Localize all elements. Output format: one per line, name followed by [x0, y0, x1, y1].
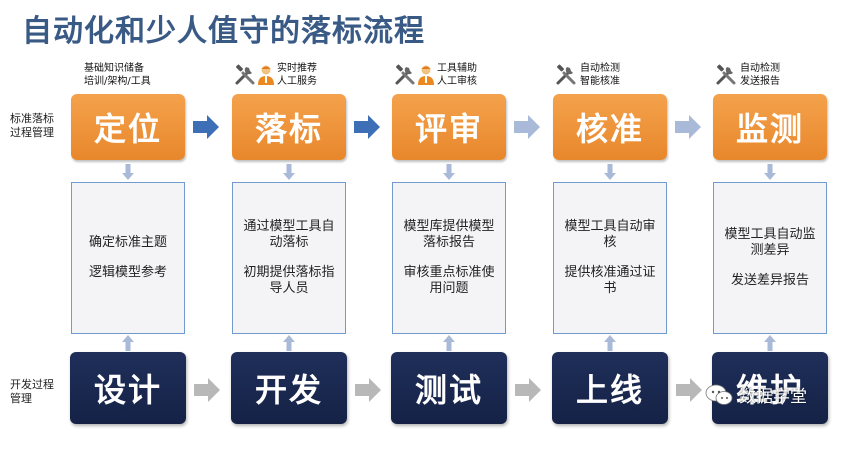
arrow-right-standard	[514, 115, 540, 139]
standard-stage-box: 监测	[713, 94, 827, 160]
arrow-right-development	[194, 378, 220, 402]
stage-detail-box: 模型工具自动监测差异发送差异报告	[713, 182, 827, 334]
arrow-right-standard	[675, 115, 701, 139]
arrow-right-development	[355, 378, 381, 402]
watermark: 数据学堂	[705, 382, 807, 407]
page-title: 自动化和少人值守的落标流程	[22, 14, 425, 49]
stage-icons	[233, 63, 275, 87]
row-label-standard: 标准落标过程管理	[10, 112, 54, 139]
arrow-right-standard	[193, 115, 219, 139]
tools-icon	[235, 64, 255, 85]
stage-detail-text: 模型工具自动审核	[564, 219, 656, 250]
stage-detail-text: 发送差异报告	[730, 273, 809, 288]
arrow-down	[283, 164, 295, 180]
stage-header-text: 基础知识储备培训/架构/工具	[84, 63, 151, 87]
stage-detail-text: 初期提供落标指导人员	[243, 265, 335, 296]
person-icon	[258, 65, 274, 85]
stage-header: 基础知识储备培训/架构/工具	[84, 58, 202, 92]
stage-detail-text: 确定标准主题	[88, 235, 167, 250]
stage-detail-text: 审核重点标准使用问题	[403, 265, 495, 296]
development-stage-box: 设计	[70, 352, 186, 424]
arrow-up	[604, 335, 616, 351]
wechat-icon	[705, 384, 733, 405]
tools-icon	[395, 64, 415, 85]
stage-icons	[393, 63, 435, 87]
arrow-up	[764, 335, 776, 351]
arrow-down	[764, 164, 776, 180]
row-label-development: 开发过程管理	[10, 378, 54, 405]
stage-header: 工具辅助人工审核	[391, 58, 509, 92]
stage-icons	[714, 63, 738, 87]
arrow-right-development	[515, 378, 541, 402]
tools-icon	[716, 64, 736, 85]
stage-icons	[554, 63, 578, 87]
development-stage-box: 测试	[391, 352, 507, 424]
development-stage-box: 维护	[712, 352, 828, 424]
stage-header-text: 工具辅助人工审核	[437, 63, 477, 87]
development-stage-box: 上线	[552, 352, 668, 424]
stage-detail-box: 确定标准主题逻辑模型参考	[71, 182, 185, 334]
stage-header-text: 自动检测智能核准	[580, 63, 620, 87]
arrow-right-standard	[354, 115, 380, 139]
standard-stage-box: 评审	[392, 94, 506, 160]
standard-stage-box: 核准	[553, 94, 667, 160]
arrow-right-development	[676, 378, 702, 402]
stage-header-text: 实时推荐人工服务	[277, 63, 317, 87]
arrow-up	[283, 335, 295, 351]
stage-detail-text: 模型库提供模型落标报告	[403, 219, 495, 250]
person-icon	[418, 65, 434, 85]
stage-header-text: 自动检测发送报告	[740, 63, 780, 87]
stage-detail-box: 模型工具自动审核提供核准通过证书	[553, 182, 667, 334]
arrow-up	[122, 335, 134, 351]
development-stage-box: 开发	[231, 352, 347, 424]
arrow-up	[443, 335, 455, 351]
stage-header: 自动检测发送报告	[712, 58, 830, 92]
stage-header: 自动检测智能核准	[552, 58, 670, 92]
arrow-down	[443, 164, 455, 180]
stage-detail-text: 通过模型工具自动落标	[243, 219, 335, 250]
standard-stage-box: 定位	[71, 94, 185, 160]
standard-stage-box: 落标	[232, 94, 346, 160]
arrow-down	[604, 164, 616, 180]
stage-detail-box: 通过模型工具自动落标初期提供落标指导人员	[232, 182, 346, 334]
stage-detail-text: 提供核准通过证书	[564, 265, 656, 296]
stage-detail-text: 模型工具自动监测差异	[724, 227, 816, 258]
stage-detail-box: 模型库提供模型落标报告审核重点标准使用问题	[392, 182, 506, 334]
tools-icon	[556, 64, 576, 85]
arrow-down	[122, 164, 134, 180]
stage-detail-text: 逻辑模型参考	[88, 265, 167, 280]
watermark-text: 数据学堂	[739, 387, 807, 407]
stage-header: 实时推荐人工服务	[231, 58, 349, 92]
